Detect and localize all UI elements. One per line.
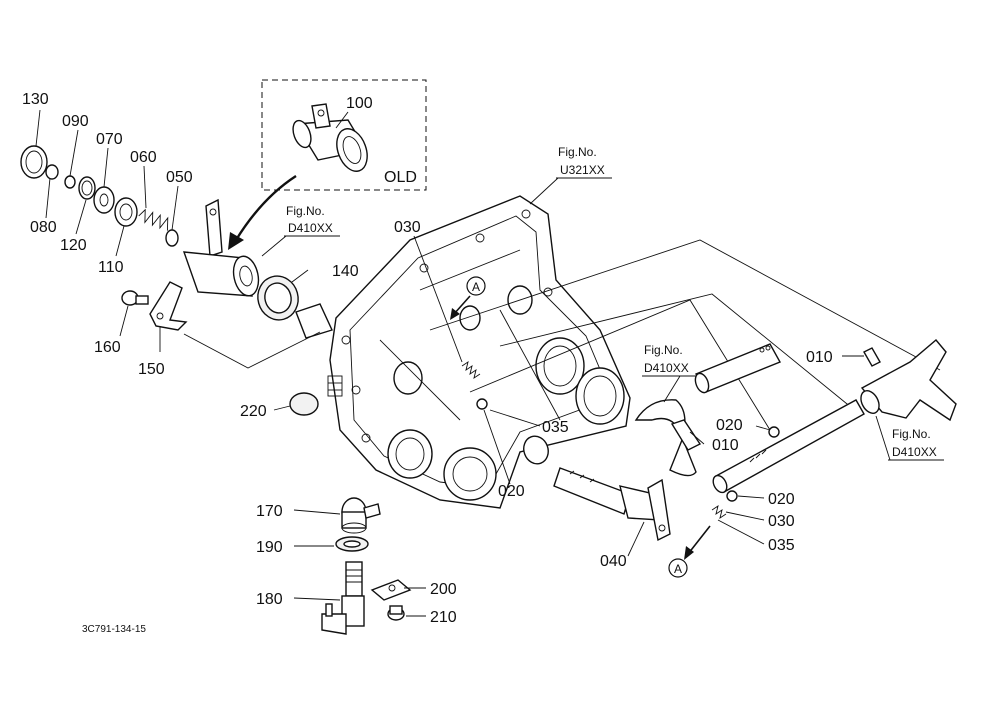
fig-no-label-4: Fig.No.: [892, 427, 931, 441]
label-170: 170: [256, 503, 283, 520]
label-010-mid: 010: [712, 437, 739, 454]
label-150: 150: [138, 361, 165, 378]
label-050: 050: [166, 169, 193, 186]
label-120: 120: [60, 237, 87, 254]
fig-ref-d410-right: D410XX: [892, 445, 937, 459]
label-040: 040: [600, 553, 627, 570]
label-035-right: 035: [768, 537, 795, 554]
figure-ref-d410-upper: Fig.No. D410XX: [261, 204, 340, 257]
shift-shaft-040: 040: [523, 435, 671, 570]
callout-a-upper: A: [450, 276, 486, 320]
label-020-upper: 020: [716, 417, 743, 434]
label-130: 130: [22, 91, 49, 108]
detent-assembly-right: 020 030 035 A: [668, 490, 795, 578]
fig-no-label: Fig.No.: [286, 204, 325, 218]
label-210: 210: [430, 609, 457, 626]
label-160: 160: [94, 339, 121, 356]
label-220: 220: [240, 403, 267, 420]
fig-no-label-2: Fig.No.: [558, 145, 597, 159]
label-110: 110: [98, 259, 124, 276]
label-070: 070: [96, 131, 123, 148]
fig-ref-d410: D410XX: [288, 221, 333, 235]
label-180: 180: [256, 591, 283, 608]
label-010-right: 010: [806, 349, 833, 366]
replacement-arrow-head: [228, 232, 244, 250]
detent-assembly-mid: 030 035 020: [394, 219, 569, 500]
fig-ref-d410-mid: D410XX: [644, 361, 689, 375]
figure-ref-d410-mid: Fig.No. D410XX: [642, 343, 696, 403]
label-140: 140: [332, 263, 359, 280]
figure-ref-u321: Fig.No. U321XX: [529, 145, 612, 205]
fig-no-label-3: Fig.No.: [644, 343, 683, 357]
old-part-inset: 100 OLD: [261, 79, 427, 191]
left-exploded-parts: 130 090 070 060 050 080 120 110 140 160 …: [20, 91, 359, 378]
transmission-housing: [327, 195, 631, 509]
label-080: 080: [30, 219, 57, 236]
callout-a-text: A: [472, 280, 480, 294]
callout-a-text-2: A: [674, 562, 682, 576]
label-200: 200: [430, 581, 457, 598]
label-100: 100: [346, 95, 373, 112]
drawing-id: 3C791-134-15: [82, 624, 146, 635]
label-030-top: 030: [394, 219, 421, 236]
label-035-mid: 035: [542, 419, 569, 436]
label-020-mid: 020: [498, 483, 525, 500]
label-030-right: 030: [768, 513, 795, 530]
label-090: 090: [62, 113, 89, 130]
label-old: OLD: [384, 169, 417, 186]
label-020-right: 020: [768, 491, 795, 508]
plug-220: [289, 392, 319, 416]
reference-line-mid: [499, 293, 853, 409]
reference-line-lower: [469, 299, 771, 431]
reference-line-upper: [429, 239, 941, 371]
fork-rod-right: 010: [712, 339, 957, 494]
label-190: 190: [256, 539, 283, 556]
fork-rod-mid: 010 020: [634, 343, 781, 477]
label-060: 060: [130, 149, 157, 166]
replacement-arrow: [234, 174, 297, 241]
fig-ref-u321: U321XX: [560, 163, 605, 177]
lower-shaft-assembly: 170 190 180 200 210: [256, 497, 457, 635]
figure-ref-d410-right: Fig.No. D410XX: [875, 415, 944, 461]
